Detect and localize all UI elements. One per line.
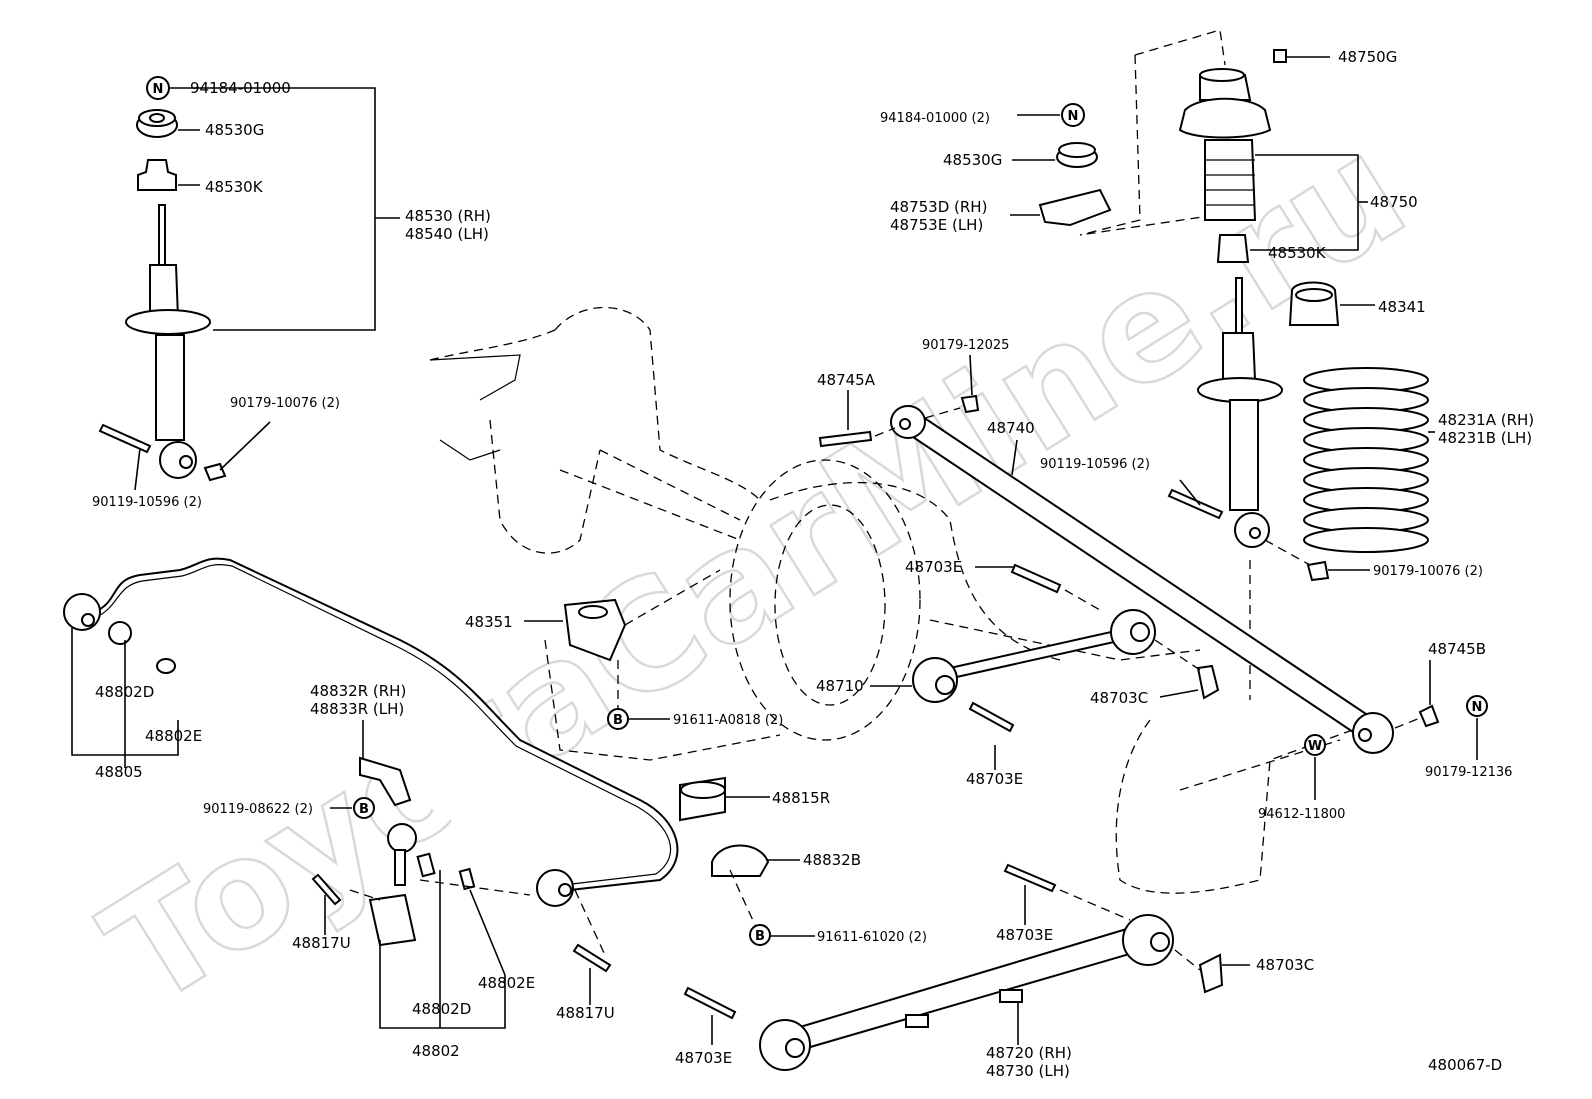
label-48530-rh: 48530 (RH) (405, 207, 491, 225)
label-90179-12025: 90179-12025 (922, 338, 1009, 353)
label-48703E-c: 48703E (996, 926, 1053, 944)
label-94612-11800: 94612-11800 (1258, 807, 1345, 822)
label-48703C-a: 48703C (1090, 689, 1148, 707)
label-48802D-mid: 48802D (412, 1000, 471, 1018)
label-48802: 48802 (412, 1042, 460, 1060)
label-48753E: 48753E (LH) (890, 216, 983, 234)
bump-stopper-pad: B (563, 598, 629, 730)
label-48805: 48805 (95, 763, 143, 781)
label-48231A: 48231A (RH) (1438, 411, 1534, 429)
label-48341: 48341 (1378, 298, 1426, 316)
svg-text:B: B (613, 713, 623, 728)
right-shock-support: N (1038, 29, 1340, 582)
label-90179-10076-right: 90179-10076 (2) (1373, 564, 1483, 579)
label-48802E-mid: 48802E (478, 974, 535, 992)
svg-text:N: N (153, 82, 164, 97)
svg-text:B: B (359, 802, 369, 817)
label-48753D: 48753D (RH) (890, 198, 987, 216)
left-shock-absorber: N (98, 76, 227, 482)
label-48802D-left: 48802D (95, 683, 154, 701)
label-91611-A0818: 91611-A0818 (2) (673, 713, 783, 728)
label-48817U-left: 48817U (292, 934, 351, 952)
label-48720-rh: 48720 (RH) (986, 1044, 1072, 1062)
label-48750G: 48750G (1338, 48, 1397, 66)
label-48802E-left: 48802E (145, 727, 202, 745)
label-94184-01000-right: 94184-01000 (2) (880, 111, 990, 126)
label-48351: 48351 (465, 613, 513, 631)
label-48730-lh: 48730 (LH) (986, 1062, 1070, 1080)
label-48745A: 48745A (817, 371, 876, 389)
label-90119-08622: 90119-08622 (2) (203, 802, 313, 817)
label-48703E-d: 48703E (675, 1049, 732, 1067)
label-48832R: 48832R (RH) (310, 682, 406, 700)
label-48833R: 48833R (LH) (310, 700, 404, 718)
upper-control-arm: W N (818, 394, 1488, 756)
coil-spring (1303, 367, 1429, 553)
diagram-id: 480067-D (1428, 1056, 1502, 1074)
label-90119-10596-right: 90119-10596 (2) (1040, 457, 1150, 472)
label-90179-12136: 90179-12136 (1425, 765, 1512, 780)
label-48530G-right: 48530G (943, 151, 1002, 169)
label-48540-lh: 48540 (LH) (405, 225, 489, 243)
label-48740: 48740 (987, 419, 1035, 437)
label-48817U-right: 48817U (556, 1004, 615, 1022)
svg-text:W: W (1308, 739, 1322, 754)
label-48530K-left: 48530K (205, 178, 264, 196)
lateral-control-rod (912, 563, 1220, 733)
label-48530K-right: 48530K (1268, 244, 1327, 262)
stabilizer-bar: B B (63, 557, 771, 973)
svg-text:B: B (755, 929, 765, 944)
label-90179-10076-left: 90179-10076 (2) (230, 396, 340, 411)
svg-text:N: N (1472, 700, 1483, 715)
label-48703E-b: 48703E (966, 770, 1023, 788)
label-94184-01000-left: 94184-01000 (190, 79, 291, 97)
label-48832B: 48832B (803, 851, 861, 869)
label-91611-61020: 91611-61020 (2) (817, 930, 927, 945)
label-48750: 48750 (1370, 193, 1418, 211)
leader-left-shock (170, 87, 376, 331)
lower-control-arm (683, 863, 1224, 1071)
label-48703E-a: 48703E (905, 558, 962, 576)
label-48815R: 48815R (772, 789, 830, 807)
label-48710: 48710 (816, 677, 864, 695)
part-labels: 94184-01000 48530G 48530K 48530 (RH) 485… (92, 48, 1534, 1080)
label-48745B: 48745B (1428, 640, 1486, 658)
svg-text:N: N (1068, 109, 1079, 124)
label-48530G-left: 48530G (205, 121, 264, 139)
label-48703C-b: 48703C (1256, 956, 1314, 974)
axle-housing-outline (429, 306, 1381, 894)
label-90119-10596-left: 90119-10596 (2) (92, 495, 202, 510)
label-48231B: 48231B (LH) (1438, 429, 1532, 447)
nut-symbol-left (146, 76, 170, 100)
